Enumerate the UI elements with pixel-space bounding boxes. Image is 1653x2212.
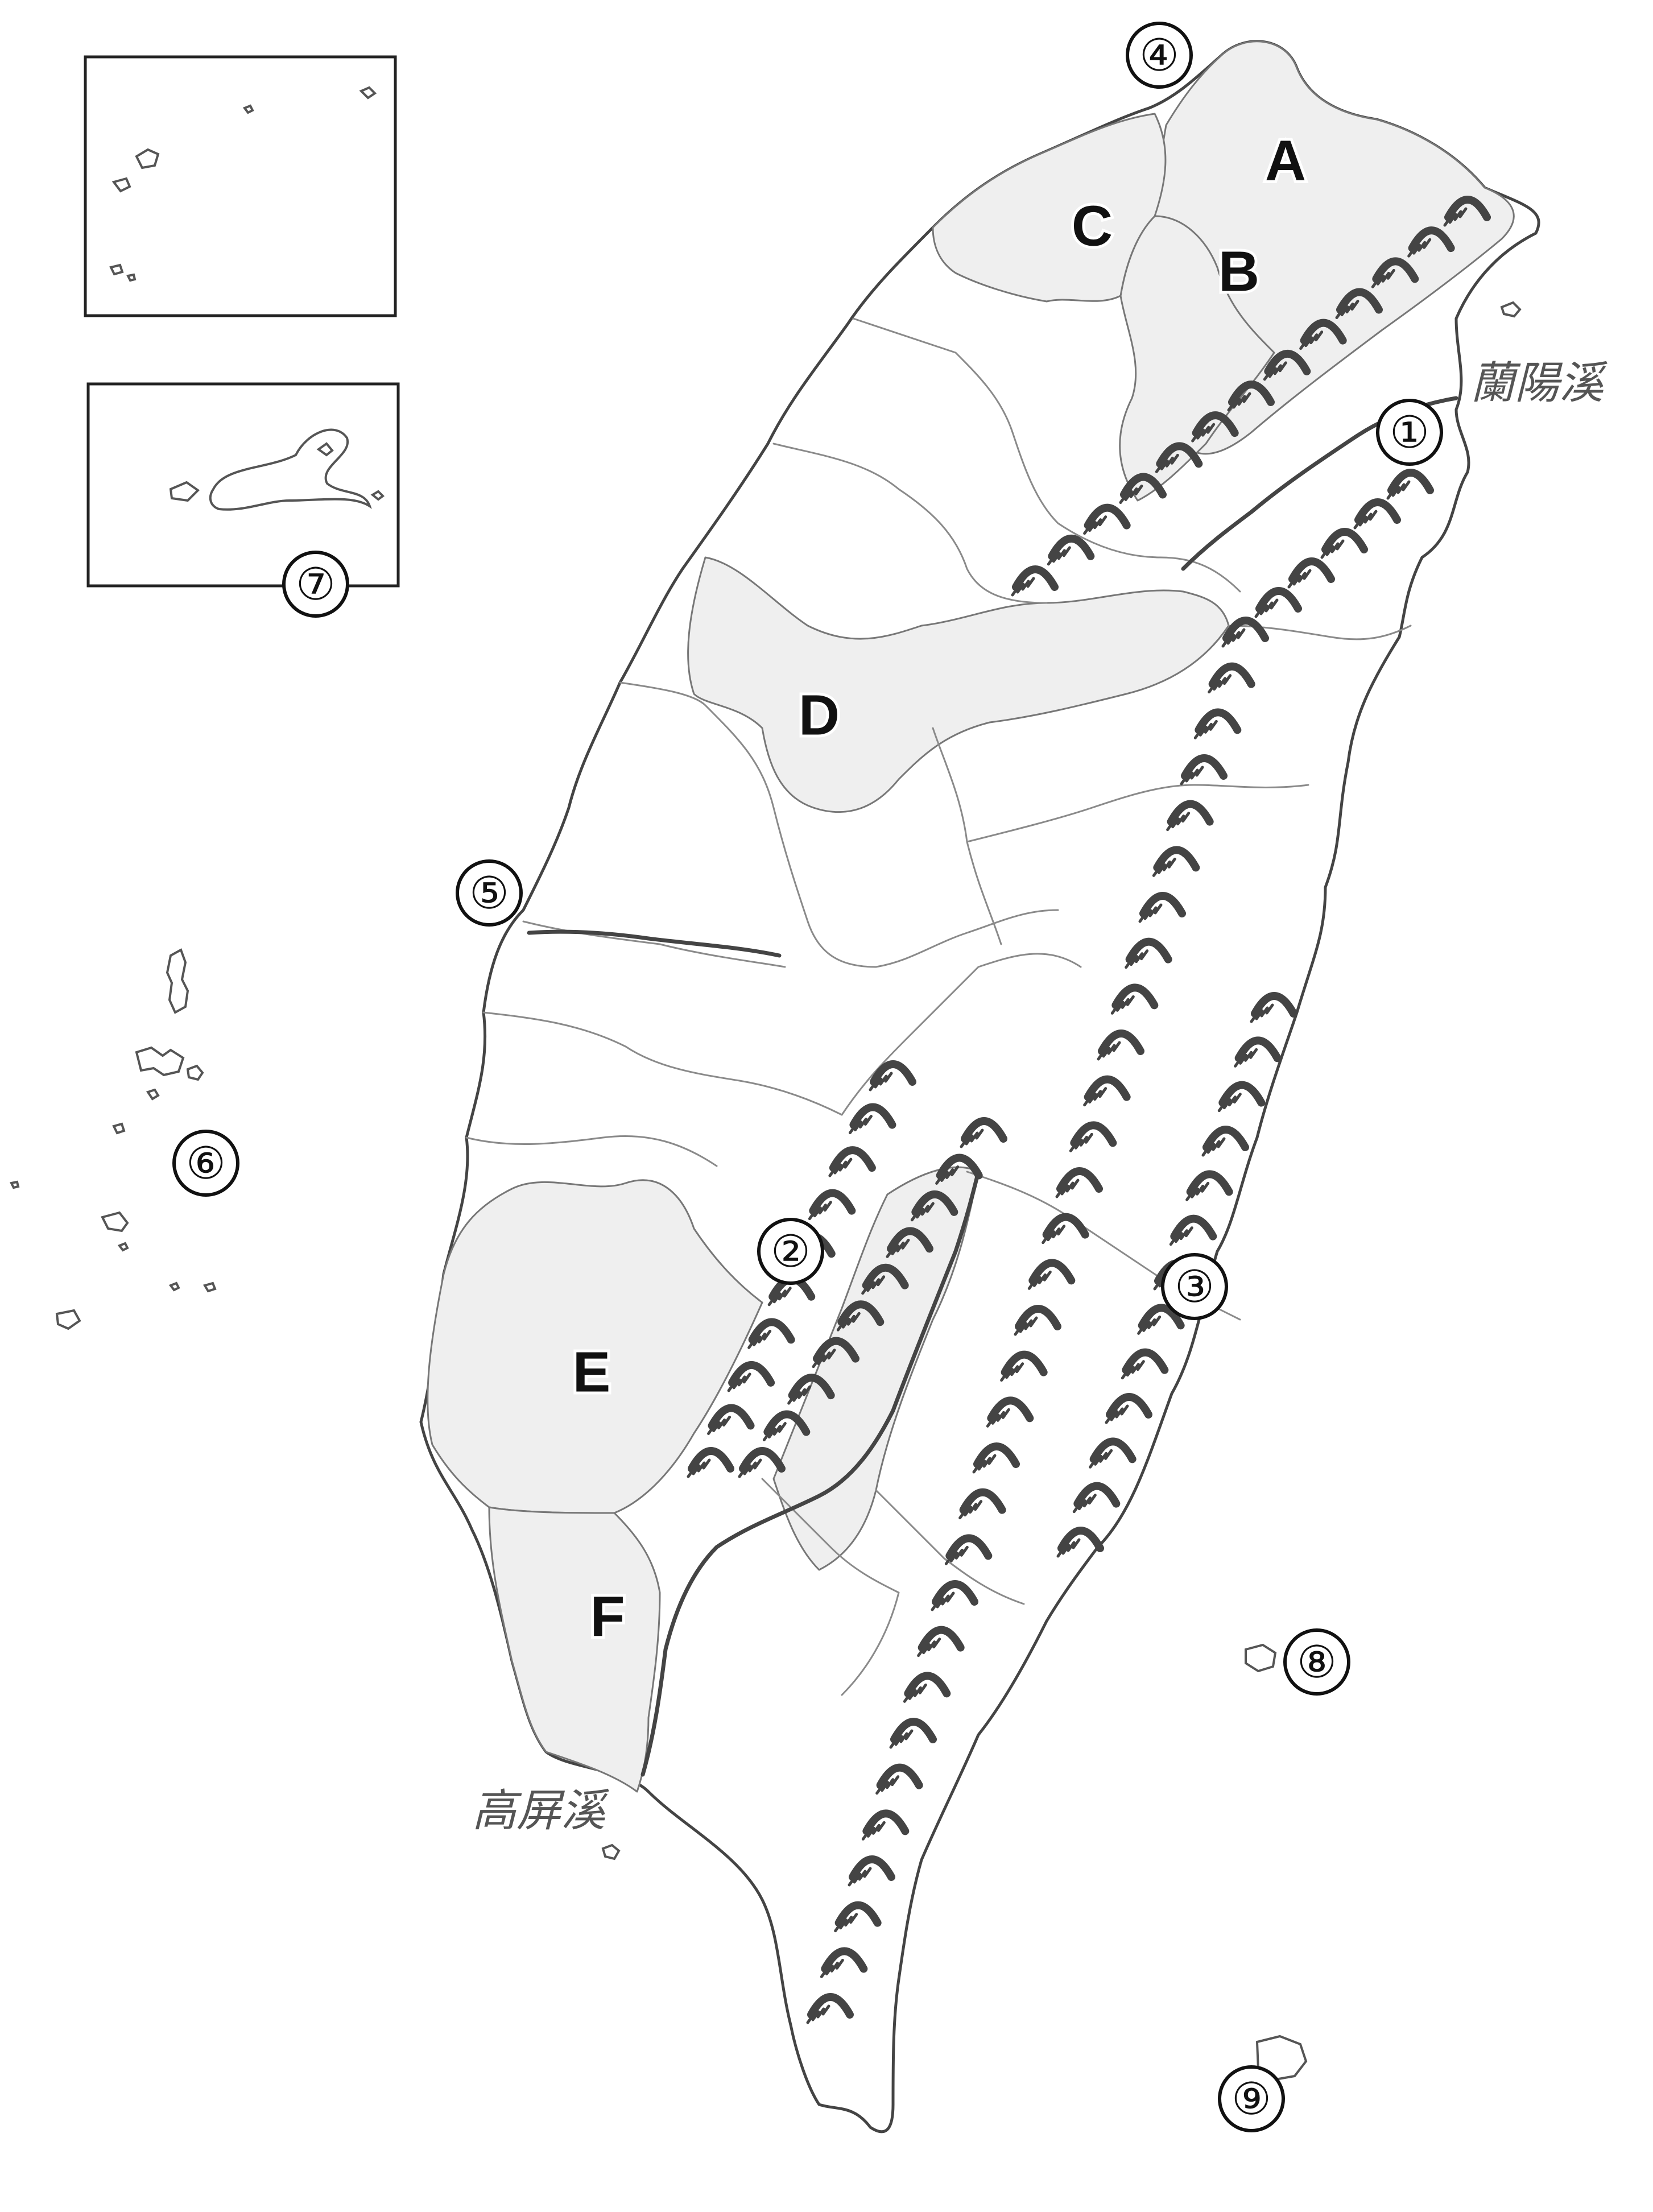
region-label-d: D xyxy=(799,683,840,747)
marker-4: ④ xyxy=(1126,22,1193,89)
marker-3-label: ③ xyxy=(1175,1262,1214,1312)
region-label-c: C xyxy=(1072,194,1113,258)
xiao-liuqiu-island xyxy=(601,1843,621,1860)
mountain-range-north xyxy=(1011,196,1491,597)
region-label-b: B xyxy=(1218,239,1259,303)
penghu-islands xyxy=(10,948,217,1330)
region-label-e: E xyxy=(573,1340,611,1404)
markers: ① ② ③ ④ ⑤ ⑥ ⑦ ⑧ xyxy=(172,22,1443,2132)
region-labels: A B C D E F xyxy=(570,126,1309,1651)
taiwan-main-island xyxy=(419,40,1540,2134)
region-label-a: A xyxy=(1265,129,1306,192)
zhuoshui-river xyxy=(527,929,782,958)
region-f xyxy=(488,1506,661,1793)
mountain-ranges xyxy=(687,196,1491,2024)
region-b xyxy=(1119,215,1275,502)
green-island xyxy=(1245,1643,1277,1673)
marker-4-label: ④ xyxy=(1139,30,1179,80)
region-d xyxy=(687,556,1230,813)
marker-1-label: ① xyxy=(1390,407,1429,457)
marker-1: ① xyxy=(1376,399,1443,466)
mountain-range-west xyxy=(687,1060,916,1478)
marker-2: ② xyxy=(757,1218,824,1285)
inset-kinmen xyxy=(84,55,397,317)
turtle-island xyxy=(1500,301,1522,318)
mountain-range-east xyxy=(1056,992,1297,1558)
marker-9: ⑨ xyxy=(1218,2065,1285,2132)
inset-matsu xyxy=(86,382,400,588)
marker-8-label: ⑧ xyxy=(1297,1637,1337,1687)
marker-5: ⑤ xyxy=(456,859,523,927)
marker-3: ③ xyxy=(1161,1253,1228,1320)
marker-9-label: ⑨ xyxy=(1232,2074,1271,2124)
marker-8: ⑧ xyxy=(1283,1628,1350,1696)
inset-kinmen-island xyxy=(109,86,377,282)
county-borders xyxy=(465,317,1412,1696)
marker-6: ⑥ xyxy=(172,1130,239,1197)
lanyang-river-label: 蘭陽溪 xyxy=(1470,358,1607,409)
marker-7: ⑦ xyxy=(282,551,349,618)
marker-5-label: ⑤ xyxy=(469,868,509,918)
mountain-range-west-b xyxy=(738,1117,1007,1478)
region-label-f: F xyxy=(590,1585,625,1648)
marker-6-label: ⑥ xyxy=(186,1138,226,1188)
inset-kinmen-frame xyxy=(84,55,397,317)
region-c xyxy=(932,113,1167,303)
marker-7-label: ⑦ xyxy=(296,559,336,609)
gaoping-river xyxy=(640,1169,981,1777)
marker-2-label: ② xyxy=(771,1226,811,1276)
mountain-range-central xyxy=(806,469,1434,2024)
gaoping-river-label: 高屏溪 xyxy=(472,1785,609,1837)
inset-matsu-island xyxy=(169,428,385,511)
region-e xyxy=(427,1179,763,1514)
